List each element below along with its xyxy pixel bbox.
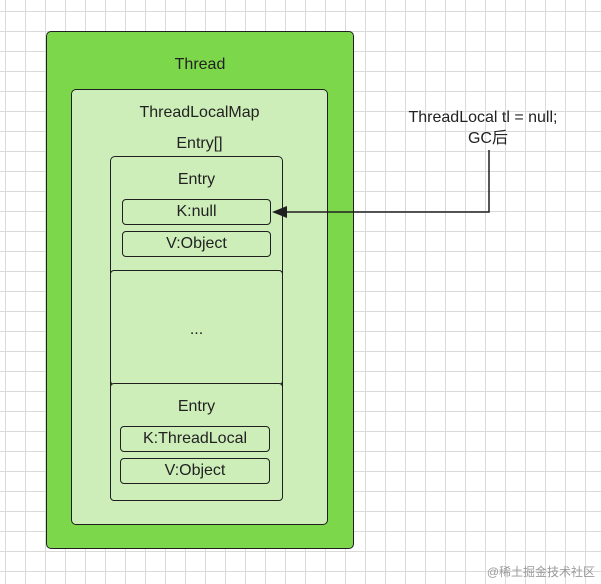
- entry-2-label: Entry: [177, 398, 216, 415]
- entry-1-label: Entry: [177, 171, 216, 188]
- entry-1-value-field[interactable]: V:Object: [122, 231, 271, 257]
- annotation-line-1: ThreadLocal tl = null;: [408, 109, 558, 126]
- arrow-head-icon: [272, 206, 287, 218]
- entry-1-key-field[interactable]: K:null: [122, 199, 271, 225]
- watermark-text: @稀土掘金技术社区: [486, 565, 595, 579]
- connector-line: [281, 150, 490, 213]
- entry-ellipsis-label: ...: [189, 321, 204, 338]
- entry-2-key-field[interactable]: K:ThreadLocal: [120, 426, 270, 452]
- entry-ellipsis-box[interactable]: [110, 270, 283, 385]
- entry-2-value-field[interactable]: V:Object: [120, 458, 270, 484]
- thread-local-map-label: ThreadLocalMap: [139, 104, 260, 121]
- thread-label: Thread: [174, 56, 226, 73]
- annotation-line-2: GC后: [467, 130, 508, 147]
- entry-array-label: Entry[]: [176, 135, 223, 152]
